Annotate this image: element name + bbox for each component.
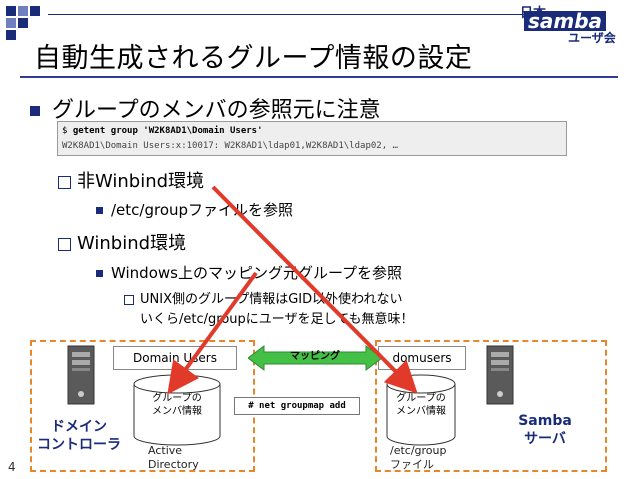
- right-store-line2: ファイル: [390, 458, 434, 471]
- etc-group-label: /etc/group ファイル: [390, 444, 447, 472]
- bullet-square-icon: [96, 270, 103, 277]
- samba-logo: 日本 samba ユーザ会: [516, 2, 634, 46]
- code-output-b: W2K8AD1\ldap01,W2K8AD1\ldap02, …: [219, 141, 398, 151]
- right-cyl-line2: メンバ情報: [396, 406, 446, 417]
- winbind-sub-line1: UNIX側のグループ情報はGID以外使われない: [124, 290, 413, 310]
- bullet-hollow-square-icon: [58, 175, 71, 189]
- bullet-hollow-square-icon: [124, 294, 134, 305]
- samba-server-label: Samba サーバ: [505, 412, 585, 448]
- decor-bar: [48, 14, 538, 15]
- samba-server-frame: [375, 340, 607, 472]
- winbind-heading: Winbind環境: [58, 229, 186, 255]
- code-command: getent group 'W2K8AD1\Domain Users': [72, 126, 263, 136]
- decor-square: [6, 18, 16, 28]
- decor-square: [6, 6, 16, 16]
- net-groupmap-command: # net groupmap add: [234, 397, 360, 415]
- left-cyl-line2: メンバ情報: [152, 406, 202, 417]
- arrow-to-active-directory: [167, 271, 258, 395]
- right-cyl-line1: グループの: [396, 393, 446, 404]
- decor-square: [18, 6, 28, 16]
- code-block: $ getent group 'W2K8AD1\Domain Users' W2…: [57, 121, 567, 156]
- right-host-line1: Samba: [518, 413, 572, 429]
- decor-square: [6, 30, 16, 40]
- mapping-label: マッピング: [290, 351, 340, 362]
- bullet-square-icon: [96, 207, 103, 214]
- arrow-to-etc-group: [211, 185, 418, 394]
- winbind-item-text: Windows上のマッピング元グループを参照: [111, 264, 403, 282]
- code-prompt: $: [62, 126, 73, 136]
- bullet-hollow-square-icon: [58, 237, 71, 251]
- nonwinbind-heading: 非Winbind環境: [58, 167, 204, 193]
- code-command-line: $ getent group 'W2K8AD1\Domain Users': [62, 124, 562, 139]
- right-server-icon: [486, 345, 514, 405]
- bullet1-text: グループのメンバの参照元に注意: [52, 98, 381, 123]
- mapping-arrow: [248, 345, 382, 371]
- decor-square: [18, 18, 28, 28]
- logo-line2: samba: [524, 11, 607, 31]
- left-cylinder-text: グループの メンバ情報: [132, 392, 222, 418]
- title-divider: [20, 76, 618, 78]
- code-output-line: W2K8AD1\Domain Users:x:10017: W2K8AD1\ld…: [62, 139, 562, 154]
- nonwinbind-heading-text: 非Winbind環境: [77, 171, 205, 192]
- logo-line3: ユーザ会: [568, 31, 616, 45]
- page-title: 自動生成されるグループ情報の設定: [34, 43, 473, 74]
- right-host-line2: サーバ: [524, 431, 566, 447]
- bullet-square-icon: [30, 106, 40, 116]
- winbind-sub-line1-text: UNIX側のグループ情報はGID以外使われない: [140, 292, 403, 307]
- left-host-line1: ドメイン: [51, 419, 107, 435]
- right-store-line1: /etc/group: [390, 444, 447, 457]
- left-host-line2: コントローラ: [37, 437, 121, 453]
- left-cyl-line1: グループの: [152, 393, 202, 404]
- nonwinbind-item-text: /etc/groupファイルを参照: [111, 201, 294, 219]
- nonwinbind-item: /etc/groupファイルを参照: [96, 199, 293, 220]
- decor-square: [30, 6, 40, 16]
- active-directory-label: Active Directory: [148, 444, 199, 472]
- domain-controller-label: ドメイン コントローラ: [34, 418, 124, 454]
- left-store-line2: Directory: [148, 458, 199, 471]
- left-store-line1: Active: [148, 444, 183, 457]
- bullet-level1: グループのメンバの参照元に注意: [30, 92, 381, 124]
- winbind-heading-text: Winbind環境: [77, 233, 187, 254]
- page-number: 4: [8, 460, 16, 474]
- left-server-icon: [67, 345, 95, 405]
- right-cylinder-text: グループの メンバ情報: [385, 392, 457, 418]
- code-output-a: W2K8AD1\Domain Users:x:10017:: [62, 141, 220, 151]
- winbind-item: Windows上のマッピング元グループを参照: [96, 262, 402, 283]
